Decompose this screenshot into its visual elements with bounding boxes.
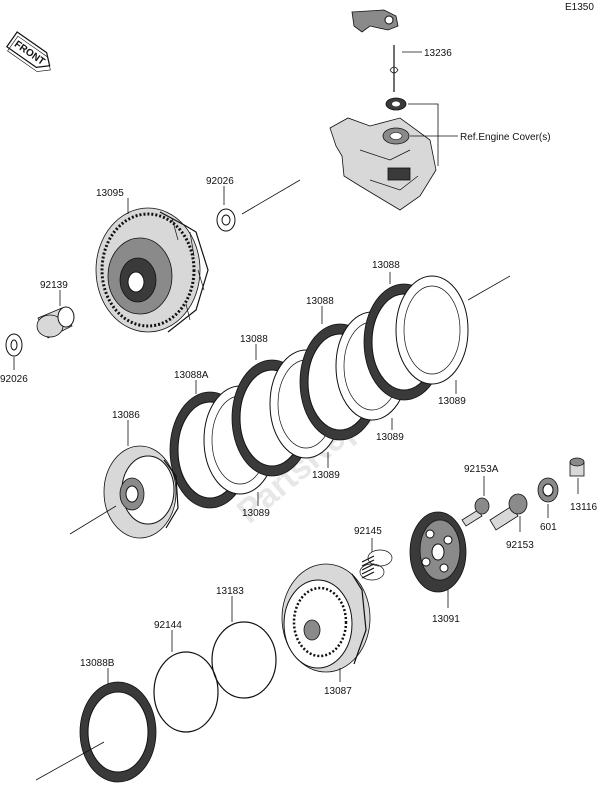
pressure-plate-13091: [409, 511, 467, 593]
label-13089-b: 13089: [312, 470, 340, 481]
label-13183: 13183: [216, 586, 244, 597]
label-92026-left: 92026: [0, 374, 28, 385]
label-92153: 92153: [506, 540, 534, 551]
clutch-boss-13087: [281, 563, 371, 673]
label-601: 601: [540, 522, 557, 533]
front-arrow-badge: FRONT: [5, 31, 51, 72]
washer-92026-top: [216, 208, 236, 232]
label-92145: 92145: [354, 526, 382, 537]
label-13088-c: 13088: [372, 260, 400, 271]
label-13086: 13086: [112, 410, 140, 421]
label-13091: 13091: [432, 614, 460, 625]
label-13089-d: 13089: [438, 396, 466, 407]
pusher-13116: [569, 457, 585, 477]
leader-ref-engine-cover: [408, 103, 458, 166]
steel-plate-13089-d: [395, 275, 469, 385]
bearing-601: [537, 477, 559, 503]
bolt-92153: [489, 493, 528, 531]
axis-line-bottom: [35, 741, 105, 781]
label-92026-top: 92026: [206, 176, 234, 187]
friction-plate-13088B: [79, 681, 157, 783]
oil-seal: [385, 97, 407, 111]
plate-stack: [169, 275, 469, 509]
washer-92026-left: [5, 333, 23, 357]
label-13088B: 13088B: [80, 658, 115, 669]
engine-cover-ref: [329, 117, 437, 211]
axis-line-hub: [69, 505, 117, 535]
release-lever-13236: [351, 9, 399, 92]
label-13236: 13236: [424, 48, 452, 59]
label-13095: 13095: [96, 188, 124, 199]
sleeve-92139: [36, 306, 75, 339]
label-13088A: 13088A: [174, 370, 209, 381]
axis-line-plates: [467, 275, 511, 301]
ring-13183: [211, 621, 277, 699]
label-92139: 92139: [40, 280, 68, 291]
label-13116: 13116: [570, 502, 598, 513]
spring-92145: [359, 549, 393, 581]
label-13088-a: 13088: [240, 334, 268, 345]
label-13089-a: 13089: [242, 508, 270, 519]
clutch-hub-13086: [103, 445, 179, 539]
ring-92144: [153, 651, 219, 733]
label-13088-b: 13088: [306, 296, 334, 307]
label-92153A: 92153A: [464, 464, 499, 475]
clutch-housing-13095: [95, 207, 209, 333]
bolt-92153A: [461, 497, 490, 527]
ref-engine-cover-label: Ref.Engine Cover(s): [460, 132, 551, 143]
label-13087: 13087: [324, 686, 352, 697]
axis-line-top: [241, 179, 301, 215]
diagram-code: E1350: [565, 2, 594, 13]
label-13089-c: 13089: [376, 432, 404, 443]
label-92144: 92144: [154, 620, 182, 631]
